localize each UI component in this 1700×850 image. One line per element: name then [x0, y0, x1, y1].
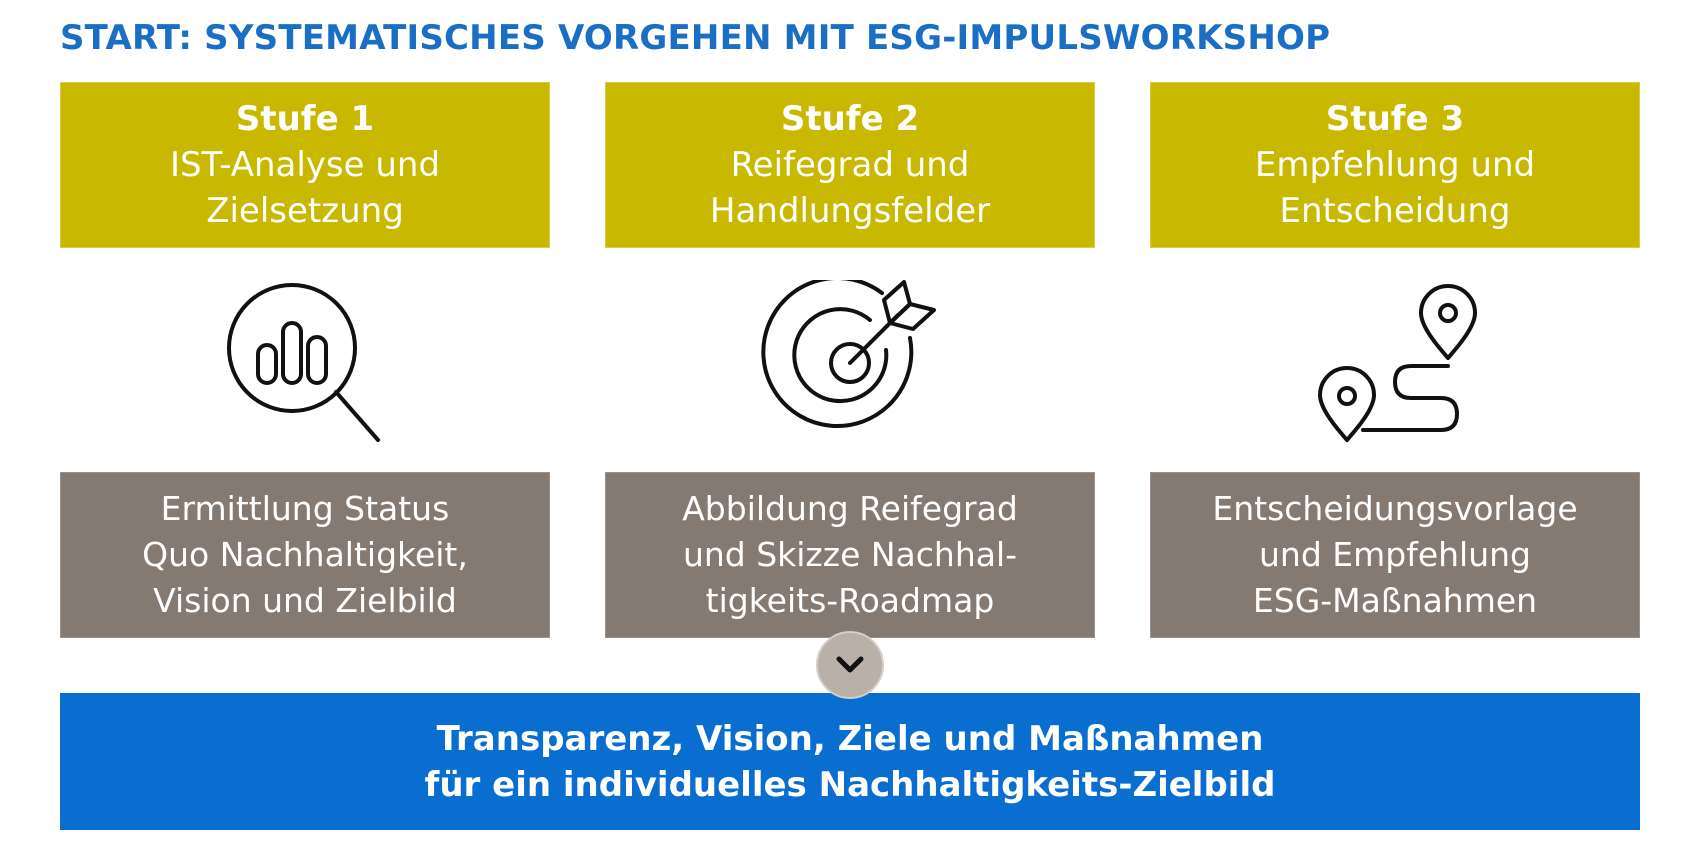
stage-3-label: Stufe 3	[1325, 99, 1465, 139]
stage-1-description: Ermittlung Status Quo Nachhaltigkeit, Vi…	[60, 472, 550, 638]
stage-2-text: Reifegrad und Handlungsfelder	[709, 145, 991, 231]
route-pins-icon	[1318, 284, 1477, 442]
stage-3-text: Empfehlung und Entscheidung	[1254, 145, 1536, 231]
magnifier-bar-chart-icon	[227, 283, 380, 442]
stage-3-description: Entscheidungsvorlage und Empfehlung ESG-…	[1150, 472, 1640, 638]
page-title: START: SYSTEMATISCHES VORGEHEN MIT ESG-I…	[60, 18, 1331, 58]
stage-1-box: Stufe 1 IST-Analyse und Zielsetzung	[60, 82, 550, 248]
target-arrow-icon	[761, 280, 936, 428]
result-box: Transparenz, Vision, Ziele und Maßnahmen…	[60, 693, 1640, 830]
chevron-down-icon	[836, 656, 864, 673]
stage-1-text: IST-Analyse und Zielsetzung	[169, 145, 441, 231]
stage-2-label: Stufe 2	[780, 99, 920, 139]
stage-2-description: Abbildung Reifegrad und Skizze Nachhal- …	[605, 472, 1095, 638]
stage-2-box: Stufe 2 Reifegrad und Handlungsfelder	[605, 82, 1095, 248]
stage-1-label: Stufe 1	[235, 99, 375, 139]
stage-3-box: Stufe 3 Empfehlung und Entscheidung	[1150, 82, 1640, 248]
chevron-down-button	[816, 631, 884, 699]
